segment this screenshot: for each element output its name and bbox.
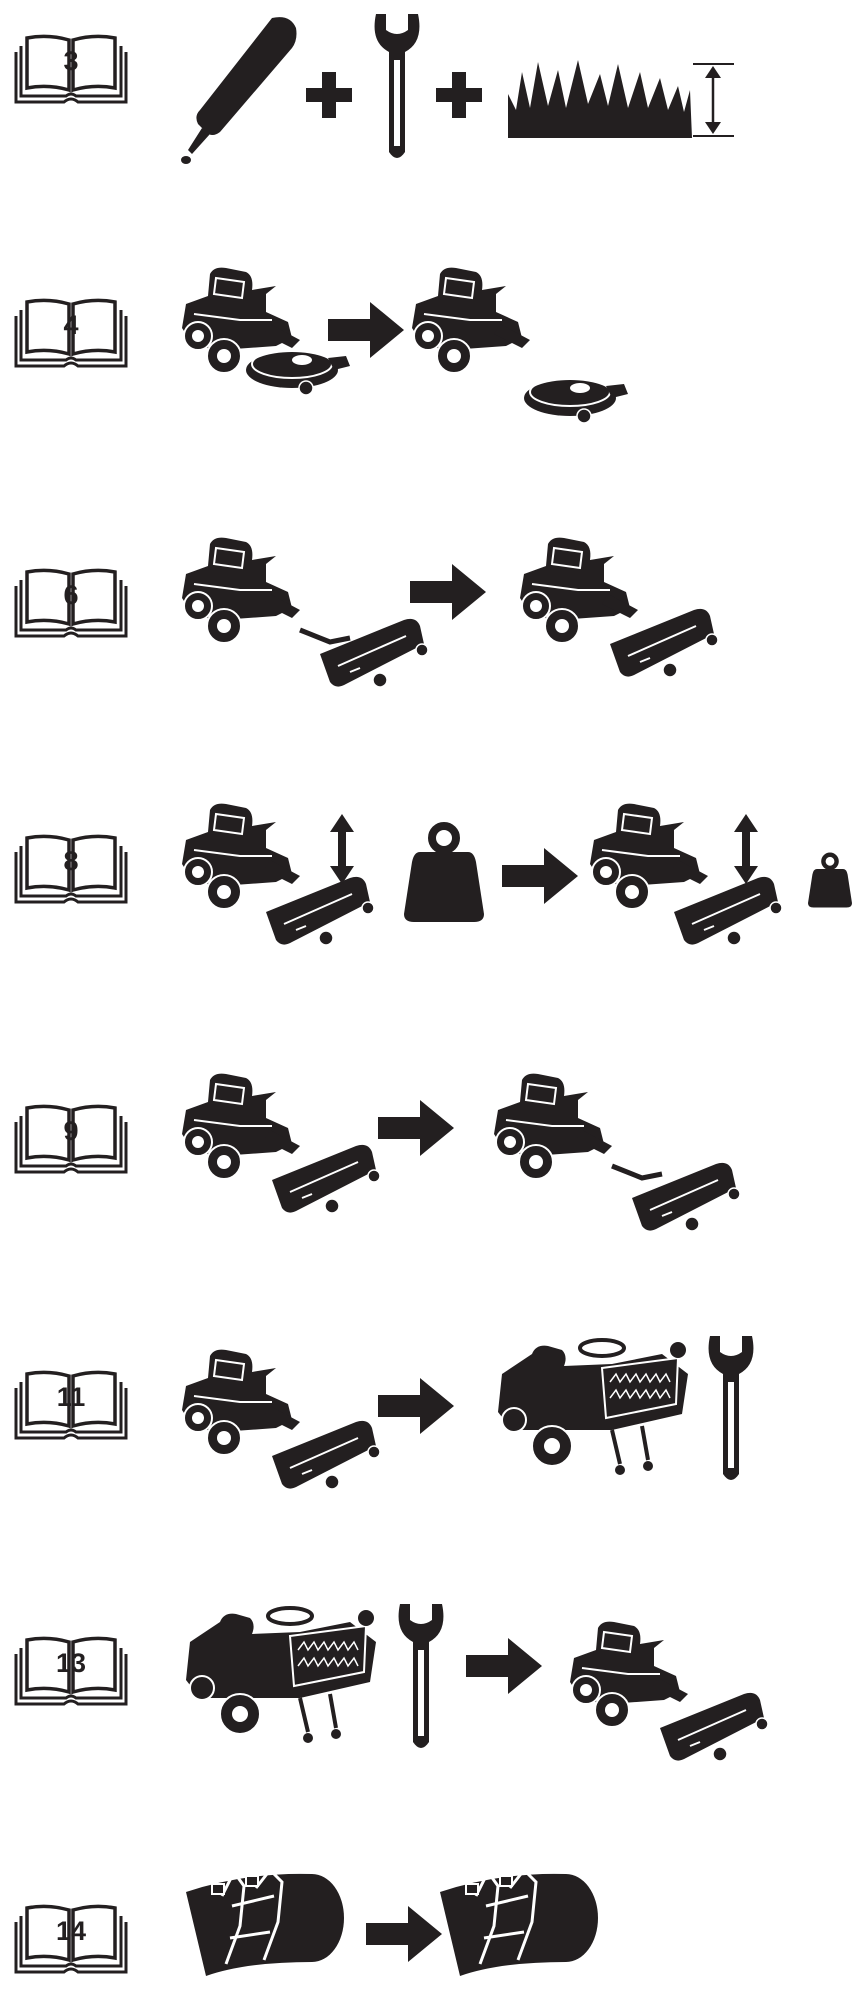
mower-deck-removed-icon bbox=[410, 264, 650, 454]
step-row: 14 bbox=[0, 1846, 859, 1998]
tractor-flail-lift-icon bbox=[588, 800, 798, 990]
manual-page-number: 8 bbox=[63, 846, 79, 876]
tractor-with-brush-icon bbox=[492, 1334, 692, 1484]
flail-rotor-icon bbox=[186, 1866, 346, 1976]
manual-page-number: 9 bbox=[63, 1116, 79, 1146]
grass-height-icon bbox=[508, 58, 738, 138]
step-row: 8 bbox=[0, 786, 859, 986]
manual-page-number: 14 bbox=[55, 1916, 87, 1946]
step-row: 13 bbox=[0, 1588, 859, 1788]
arrow-right-icon bbox=[466, 1638, 542, 1694]
wrench-icon bbox=[706, 1334, 756, 1484]
manual-page-number: 4 bbox=[63, 310, 79, 340]
manual-page-number: 11 bbox=[56, 1382, 86, 1412]
arrow-right-icon bbox=[502, 848, 578, 904]
tractor-flail-attached-icon bbox=[518, 534, 738, 724]
manual-page-number: 13 bbox=[55, 1648, 87, 1678]
step-row: 11 bbox=[0, 1322, 859, 1522]
manual-book-icon: 8 bbox=[12, 832, 130, 908]
step-row: 9 bbox=[0, 1056, 859, 1256]
grease-gun-icon bbox=[180, 14, 300, 164]
wrench-icon bbox=[396, 1602, 446, 1752]
plus-icon bbox=[306, 72, 352, 118]
manual-book-icon: 4 bbox=[12, 296, 130, 372]
arrow-right-icon bbox=[328, 302, 404, 358]
wrench-icon bbox=[372, 12, 422, 162]
tractor-flail-detached-icon bbox=[180, 534, 440, 734]
manual-page-number: 6 bbox=[63, 580, 79, 610]
arrow-right-icon bbox=[366, 1906, 442, 1962]
tractor-flail-lift-icon bbox=[180, 800, 390, 990]
manual-page-number: 3 bbox=[63, 46, 79, 76]
tractor-with-brush-icon bbox=[180, 1602, 380, 1752]
step-row: 3 bbox=[0, 0, 859, 180]
light-weight-icon bbox=[808, 852, 852, 908]
flail-rotor-icon bbox=[440, 1866, 600, 1976]
manual-book-icon: 6 bbox=[12, 566, 130, 642]
manual-book-icon: 9 bbox=[12, 1102, 130, 1178]
tractor-flail-attached-icon bbox=[180, 1346, 400, 1536]
manual-book-icon: 13 bbox=[12, 1634, 130, 1710]
step-row: 6 bbox=[0, 520, 859, 720]
tractor-flail-detached-icon bbox=[492, 1070, 752, 1270]
manual-book-icon: 11 bbox=[12, 1368, 130, 1444]
arrow-right-icon bbox=[410, 564, 486, 620]
step-row: 4 bbox=[0, 250, 859, 440]
tractor-flail-attached-icon bbox=[180, 1070, 400, 1260]
heavy-weight-icon bbox=[404, 822, 484, 922]
arrow-right-icon bbox=[378, 1100, 454, 1156]
manual-book-icon: 14 bbox=[12, 1902, 130, 1978]
tractor-flail-attached-icon bbox=[568, 1618, 788, 1808]
arrow-right-icon bbox=[378, 1378, 454, 1434]
plus-icon bbox=[436, 72, 482, 118]
manual-book-icon: 3 bbox=[12, 32, 130, 108]
